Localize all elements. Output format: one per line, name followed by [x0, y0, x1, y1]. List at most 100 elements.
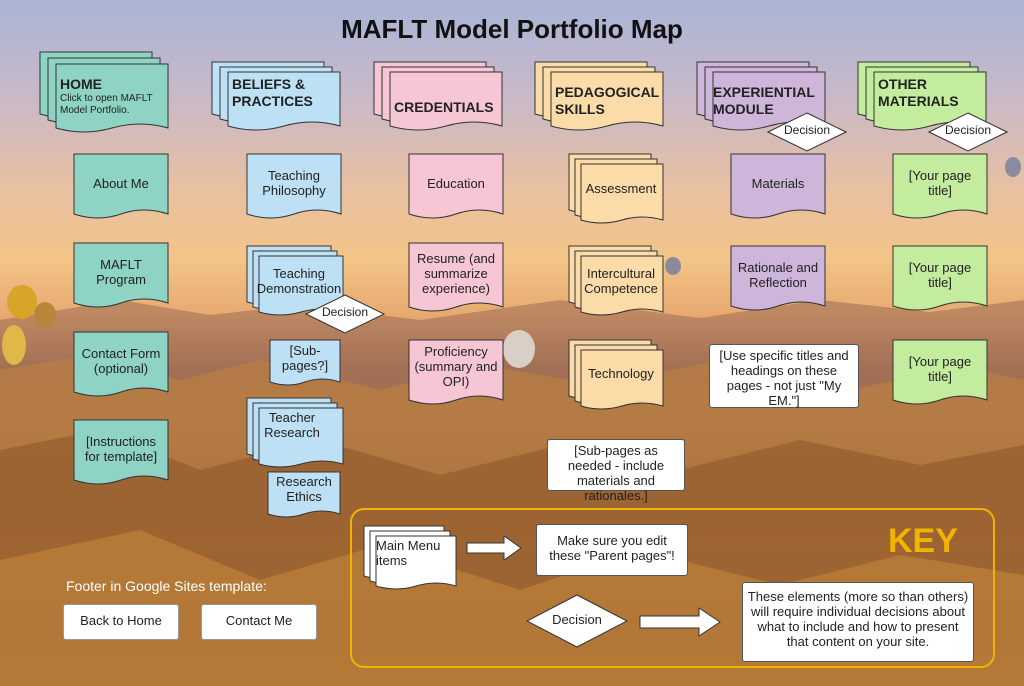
page-label: Teacher Research — [264, 410, 320, 440]
decision-diamond-shape — [927, 112, 1009, 152]
page-label: MAFLT Program — [96, 257, 146, 287]
stack-shape — [568, 339, 664, 410]
page-label: [Your page title] — [908, 354, 972, 384]
decision-experiential: Decision — [766, 112, 848, 152]
page-label: Contact Form (optional) — [81, 346, 161, 376]
key-main-menu-label: Main Menu items — [376, 538, 441, 568]
page-resume[interactable]: Resume (and summarize experience) — [408, 242, 504, 319]
page-label: Intercultural Competence — [584, 266, 658, 296]
arrow-right-icon — [466, 535, 522, 561]
page-other-2[interactable]: [Your page title] — [892, 245, 988, 318]
page-other-3[interactable]: [Your page title] — [892, 339, 988, 412]
page-shape — [892, 339, 988, 405]
stack-shape — [857, 61, 987, 131]
note-subpages: [Sub-pages as needed - include materials… — [547, 439, 685, 503]
decision-label: Decision — [783, 123, 831, 137]
page-shape — [267, 471, 341, 518]
header-home-label: HOME — [60, 76, 102, 92]
header-credentials[interactable]: CREDENTIALS — [373, 61, 503, 134]
key-decision-sample: Decision — [525, 594, 629, 648]
stack-shape — [211, 61, 341, 131]
page-label: [Instructions for template] — [84, 434, 158, 464]
key-parent-note: Make sure you edit these "Parent pages"! — [536, 524, 688, 576]
page-label: About Me — [93, 176, 149, 191]
decision-diamond-shape — [525, 594, 629, 648]
page-shape — [892, 153, 988, 219]
page-education[interactable]: Education — [408, 153, 504, 226]
header-home[interactable]: HOME Click to open MAFLT Model Portfolio… — [39, 51, 169, 134]
page-title: MAFLT Model Portfolio Map — [341, 14, 683, 44]
page-sub-pages[interactable]: [Sub-pages?] — [269, 339, 341, 390]
key-title: KEY — [888, 522, 958, 560]
header-other[interactable]: OTHER MATERIALS — [857, 61, 987, 134]
header-other-label: OTHER MATERIALS — [878, 76, 959, 109]
page-rationale[interactable]: Rationale and Reflection — [730, 245, 826, 318]
decision-beliefs: Decision — [304, 294, 386, 334]
header-experiential[interactable]: EXPERIENTIAL MODULE — [696, 61, 826, 134]
header-experiential-label: EXPERIENTIAL MODULE — [713, 84, 815, 117]
page-shape — [269, 339, 341, 386]
stack-shape — [246, 397, 344, 468]
page-shape — [73, 331, 169, 397]
page-shape — [73, 242, 169, 308]
page-shape — [730, 153, 826, 219]
page-label: Teaching Philosophy — [262, 168, 326, 198]
key-decision-note: These elements (more so than others) wil… — [742, 582, 974, 662]
arrow-right-icon — [639, 607, 721, 637]
stack-shape — [568, 153, 664, 224]
page-maflt-program[interactable]: MAFLT Program — [73, 242, 169, 315]
page-teaching-demonstration[interactable]: Teaching Demonstration — [246, 245, 344, 318]
page-teacher-research[interactable]: Teacher Research — [246, 397, 344, 470]
page-shape — [730, 245, 826, 311]
stack-shape — [696, 61, 826, 131]
key-legend — [350, 508, 995, 668]
page-research-ethics[interactable]: Research Ethics — [267, 471, 341, 522]
page-shape — [408, 339, 504, 405]
stack-shape — [568, 245, 664, 316]
stack-shape — [363, 525, 457, 590]
page-label: Materials — [751, 176, 805, 191]
header-pedagogical[interactable]: PEDAGOGICAL SKILLS — [534, 61, 664, 134]
decision-other: Decision — [927, 112, 1009, 152]
page-shape — [246, 153, 342, 219]
stack-shape — [246, 245, 344, 316]
page-proficiency[interactable]: Proficiency (summary and OPI) — [408, 339, 504, 412]
stack-shape — [534, 61, 664, 131]
contact-me-button[interactable]: Contact Me — [201, 604, 317, 640]
key-decision-label: Decision — [552, 612, 602, 627]
page-intercultural[interactable]: Intercultural Competence — [568, 245, 664, 318]
page-label: Research Ethics — [276, 474, 332, 504]
page-label: [Sub-pages?] — [281, 343, 329, 373]
page-shape — [73, 153, 169, 219]
stack-shape — [39, 51, 169, 133]
page-shape — [73, 419, 169, 485]
page-technology[interactable]: Technology — [568, 339, 664, 412]
page-label: Technology — [588, 366, 654, 381]
page-contact-form[interactable]: Contact Form (optional) — [73, 331, 169, 404]
page-shape — [892, 245, 988, 311]
page-label: Resume (and summarize experience) — [416, 251, 496, 296]
page-assessment[interactable]: Assessment — [568, 153, 664, 226]
stack-shape — [373, 61, 503, 131]
page-materials[interactable]: Materials — [730, 153, 826, 226]
decision-label: Decision — [321, 305, 369, 319]
page-teaching-philosophy[interactable]: Teaching Philosophy — [246, 153, 342, 226]
page-label: [Your page title] — [908, 260, 972, 290]
footer-label: Footer in Google Sites template: — [66, 578, 267, 594]
header-beliefs[interactable]: BELIEFS & PRACTICES — [211, 61, 341, 134]
page-instructions[interactable]: [Instructions for template] — [73, 419, 169, 492]
page-label: Teaching Demonstration — [256, 266, 342, 296]
page-label: Education — [427, 176, 485, 191]
page-label: [Your page title] — [908, 168, 972, 198]
decision-label: Decision — [944, 123, 992, 137]
page-label: Assessment — [585, 181, 657, 196]
back-to-home-button[interactable]: Back to Home — [63, 604, 179, 640]
key-main-menu-sample: Main Menu items — [363, 525, 458, 592]
note-specific-titles: [Use specific titles and headings on the… — [709, 344, 859, 408]
header-beliefs-label: BELIEFS & PRACTICES — [232, 76, 313, 109]
page-about-me[interactable]: About Me — [73, 153, 169, 226]
page-other-1[interactable]: [Your page title] — [892, 153, 988, 226]
header-home-sub: Click to open MAFLT Model Portfolio. — [60, 93, 153, 116]
decision-diamond-shape — [304, 294, 386, 334]
